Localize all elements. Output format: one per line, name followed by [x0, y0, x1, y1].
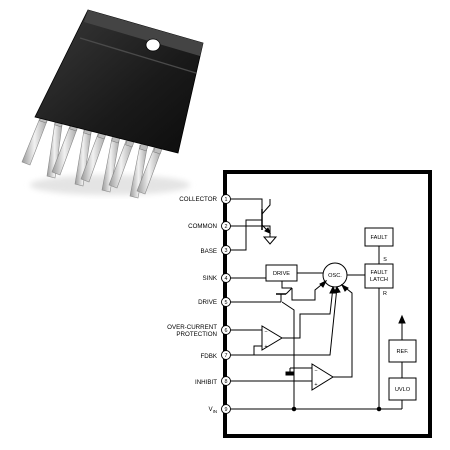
pin-9-number: 9 — [225, 407, 228, 413]
fault-latch-label-line2: LATCH — [370, 277, 388, 283]
pin-7-marker — [221, 350, 231, 360]
pin-7-label: FDBK — [200, 353, 217, 360]
ref-block-label: REF. — [396, 349, 409, 355]
pin-numbers: 1 2 3 4 5 6 7 8 9 — [225, 197, 228, 413]
pin-4-number: 4 — [225, 276, 228, 282]
mounting-hole — [145, 38, 161, 52]
uvlo-block-label: UVLO — [395, 387, 411, 393]
pin-5-number: 5 — [225, 300, 228, 306]
pin-2-marker — [221, 221, 231, 231]
pin-9-label: VIN — [208, 406, 217, 414]
fault-latch-label-line1: FAULT — [371, 270, 389, 276]
pin-6-label-line2: PROTECTION — [176, 331, 217, 338]
fault-block-label: FAULT — [371, 235, 389, 241]
drive-block-label: DRIVE — [273, 271, 290, 277]
package-leads — [21, 117, 162, 199]
pin-9-marker — [221, 404, 231, 414]
opamp2-minus: − — [314, 368, 317, 374]
pin-labels: COLLECTOR COMMON BASE SINK DRIVE OVER-CU… — [167, 196, 218, 414]
pin-5-label: DRIVE — [198, 299, 217, 306]
ic-outline — [223, 170, 432, 438]
pin-8-label: INHIBIT — [195, 379, 217, 386]
pin-4-marker — [221, 273, 231, 283]
pin-1-marker — [221, 194, 231, 204]
package-body — [34, 9, 204, 154]
fault-latch-block — [364, 263, 394, 289]
pin-9-label-main: V — [208, 406, 213, 413]
opamp-overcurrent — [261, 325, 283, 351]
pin-2-number: 2 — [225, 224, 228, 230]
pin-8-marker — [221, 376, 231, 386]
opamp2-plus: + — [314, 382, 317, 388]
osc-block-label: OSC. — [328, 273, 342, 279]
latch-reset-label: R — [383, 291, 387, 297]
pin-6-marker — [221, 325, 231, 335]
latch-set-label: S — [383, 257, 387, 263]
opamp1-plus: + — [264, 344, 267, 350]
pin-3-marker — [221, 245, 231, 255]
pin-circles — [221, 194, 231, 414]
pin-8-number: 8 — [225, 379, 228, 385]
pin-4-label: SINK — [203, 275, 218, 282]
block-diagram — [221, 170, 432, 438]
opamp-inhibit — [311, 363, 334, 391]
opamp1-minus: − — [264, 329, 267, 335]
block-labels: DRIVE OSC. FAULT FAULT LATCH S R REF. UV… — [264, 235, 410, 393]
pin-6-number: 6 — [225, 328, 228, 334]
pin-1-number: 1 — [225, 197, 228, 203]
pin-5-marker — [221, 297, 231, 307]
pin-3-number: 3 — [225, 248, 228, 254]
pin-2-label: COMMON — [188, 223, 217, 230]
ic-package-photo — [21, 9, 204, 199]
pin-3-label: BASE — [200, 248, 217, 255]
pin-6-label-line1: OVER-CURRENT — [167, 324, 217, 331]
pin-7-number: 7 — [225, 353, 228, 359]
pin-9-label-sub: IN — [213, 409, 217, 414]
pin-1-label: COLLECTOR — [179, 196, 217, 203]
